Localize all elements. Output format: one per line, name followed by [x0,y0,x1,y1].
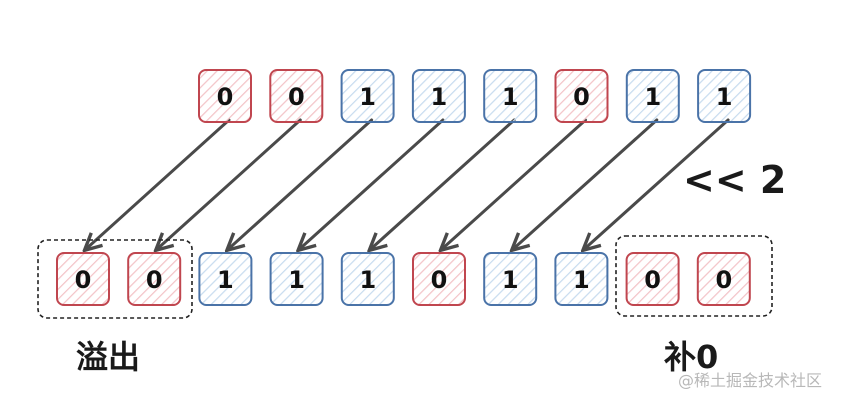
bit-box [697,69,752,123]
bit-box [696,252,751,306]
bit-box [554,252,609,306]
bit-value: 1 [359,266,376,294]
original-bit-cell: 0 [198,69,252,123]
shift-arrow [584,118,730,249]
bit-value: 1 [217,266,234,294]
bit-box [340,252,395,306]
bit-value: 1 [288,266,305,294]
original-bit-cell: 1 [625,69,680,123]
shift-arrow [157,118,302,249]
shift-arrow [228,118,374,249]
original-bit-row: 0 0 1 1 1 0 1 1 [198,69,752,123]
watermark: @稀土掘金技术社区 [678,371,822,390]
padding-group-box [615,235,773,317]
bit-value: 1 [644,83,661,111]
bit-box [625,252,680,306]
bit-value: 1 [573,266,590,294]
shift-arrow [513,118,659,249]
overflow-label: 溢出 [76,338,140,376]
bit-box [56,252,110,306]
bit-value: 0 [217,83,234,111]
bit-value: 1 [431,83,448,111]
shifted-bit-cell: 0 [56,252,110,306]
bit-value: 0 [75,266,92,294]
shift-arrows [86,118,730,249]
bit-box [554,69,609,123]
shifted-bit-cell: 1 [269,252,324,306]
bit-box [412,252,466,306]
bit-value: 1 [502,266,519,294]
shift-arrow [300,118,445,249]
shifted-bit-cell: 0 [412,252,466,306]
shifted-bit-row: 0 0 1 1 1 0 1 1 0 0 [56,252,751,306]
bit-value: 0 [715,266,732,294]
original-bit-cell: 1 [483,69,538,123]
original-bit-cell: 1 [340,69,395,123]
bit-value: 1 [716,83,733,111]
bit-box [269,252,324,306]
shift-arrow [86,118,231,249]
bit-box [127,252,182,306]
bit-box [411,69,466,123]
bit-value: 1 [502,83,519,111]
shift-arrow [442,118,587,249]
shifted-bit-cell: 1 [483,252,538,306]
shifted-bit-cell: 0 [127,252,182,306]
original-bit-cell: 0 [554,69,609,123]
shift-operator-label: << 2 [683,158,786,202]
original-bit-cell: 0 [269,69,324,123]
original-bit-cell: 1 [411,69,466,123]
bit-value: 0 [288,83,305,111]
bit-value: 0 [573,83,590,111]
shifted-bit-cell: 1 [198,252,253,306]
bit-box [340,69,395,123]
shifted-bit-cell: 1 [554,252,609,306]
bit-box [483,69,538,123]
original-bit-cell: 1 [697,69,752,123]
bit-value: 0 [146,266,163,294]
shifted-bit-cell: 1 [340,252,395,306]
bit-box [198,252,253,306]
bit-value: 0 [644,266,661,294]
bit-box [269,69,324,123]
bit-box [625,69,680,123]
bit-box [198,69,252,123]
bit-value: 1 [359,83,376,111]
shifted-bit-cell: 0 [696,252,751,306]
bit-value: 0 [431,266,448,294]
shifted-bit-cell: 0 [625,252,680,306]
bit-box [483,252,538,306]
shift-arrow [371,118,516,249]
padding-label: 补0 [664,338,718,376]
